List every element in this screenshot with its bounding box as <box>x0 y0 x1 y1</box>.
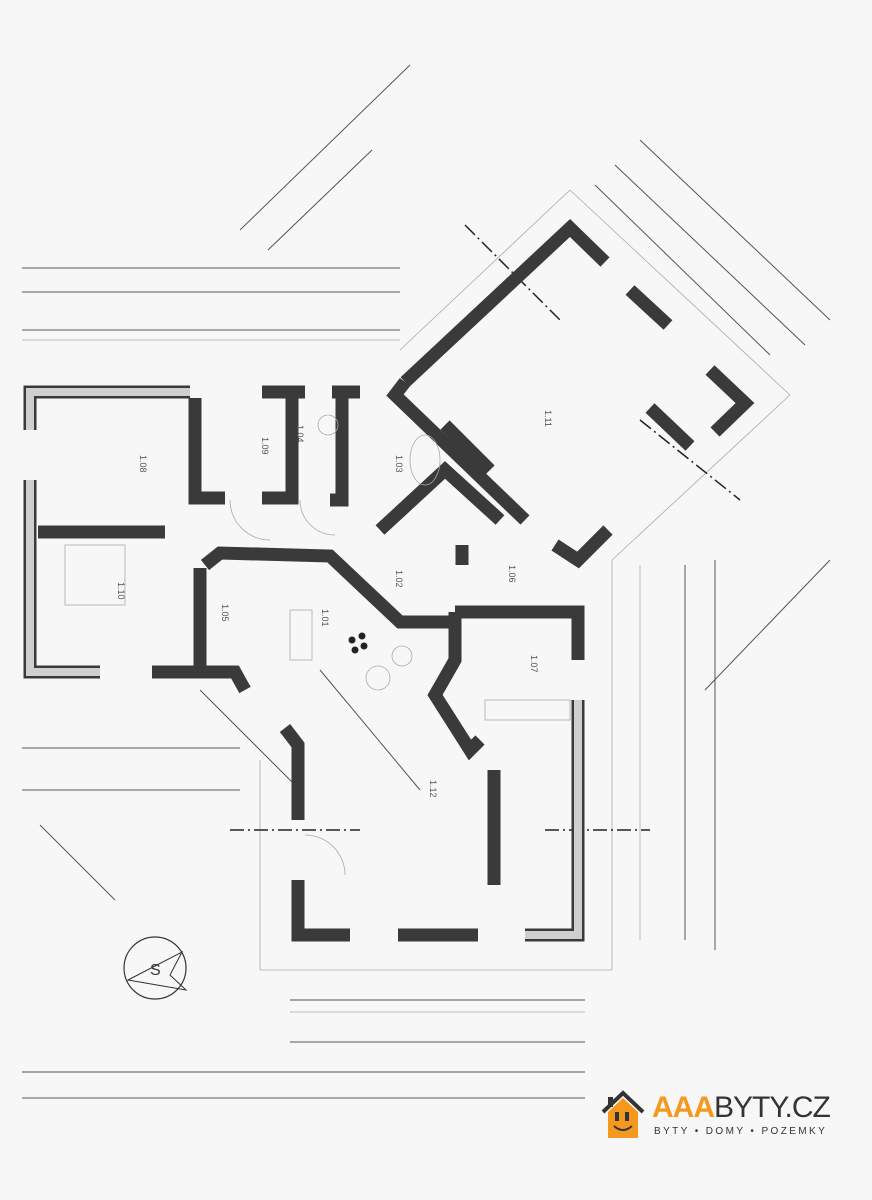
house-logo-icon <box>601 1090 645 1138</box>
room-label: 1.06 <box>507 565 517 583</box>
logo-tagline: BYTY • DOMY • POZEMKY <box>654 1126 828 1137</box>
walls <box>23 219 755 942</box>
logo-accent-text: AAA <box>652 1091 715 1124</box>
aaabyty-logo[interactable]: AAABYTY.CZ BYTY • DOMY • POZEMKY <box>600 1086 840 1146</box>
room-label: 1.11 <box>543 410 553 427</box>
fixtures <box>64 414 571 876</box>
room-label: 1.04 <box>295 425 305 443</box>
compass-label: S <box>150 962 161 979</box>
dimension-lines <box>22 64 831 1099</box>
room-label: 1.03 <box>394 455 404 473</box>
room-label: 1.12 <box>428 780 438 798</box>
room-label: 1.01 <box>320 609 330 627</box>
logo-brand: AAABYTY.CZ <box>652 1091 831 1124</box>
logo-main-text: BYTY.CZ <box>714 1091 831 1124</box>
room-labels: 1.08 1.09 1.04 1.03 1.10 1.05 1.01 1.02 … <box>116 410 553 798</box>
room-label: 1.09 <box>260 437 270 455</box>
room-label: 1.02 <box>394 570 404 588</box>
north-arrow: S <box>123 936 188 1000</box>
room-label: 1.05 <box>220 604 230 622</box>
room-label: 1.10 <box>116 582 126 600</box>
room-label: 1.08 <box>138 455 148 473</box>
section-axes <box>230 224 741 831</box>
room-label: 1.07 <box>529 655 539 673</box>
stove-burner <box>348 636 356 644</box>
